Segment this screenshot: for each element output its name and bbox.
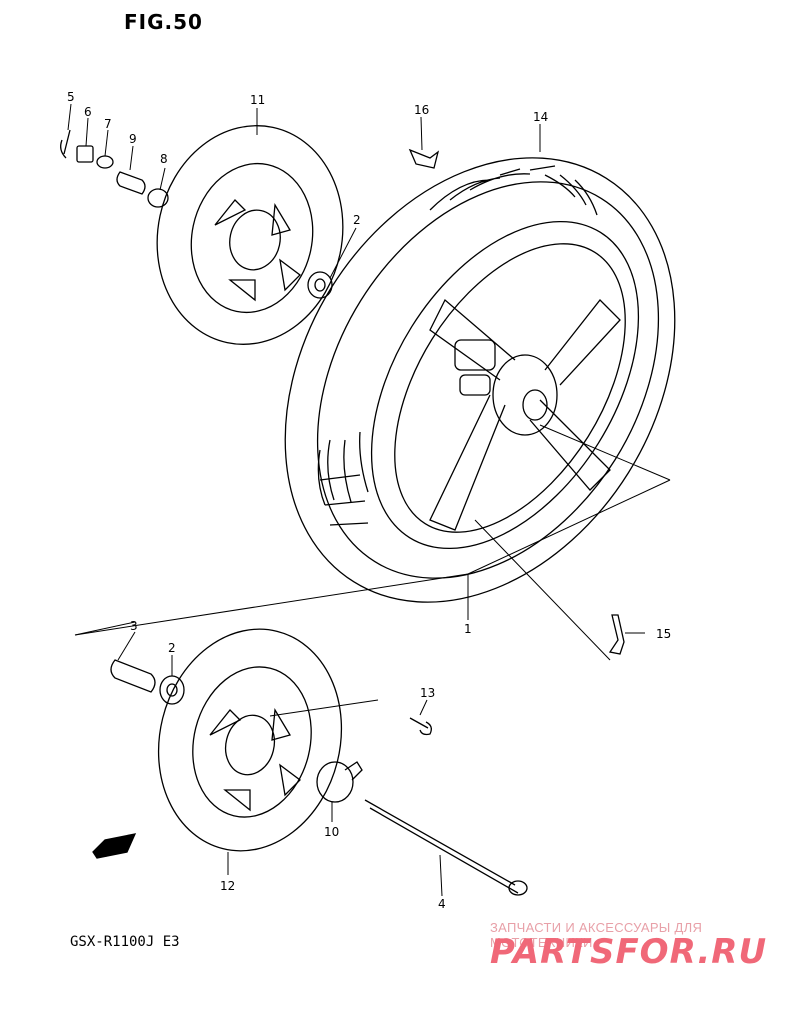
clamp (408, 148, 440, 169)
callout-2-upper: 2 (353, 213, 361, 227)
spacer (116, 171, 146, 195)
callout-8: 8 (160, 152, 168, 166)
bearing-lower (159, 675, 185, 705)
model-label: GSX-R1100J E3 (70, 934, 180, 950)
spoke (544, 299, 621, 386)
callout-5: 5 (67, 90, 75, 104)
collar (147, 188, 169, 208)
brake-disc-lower (157, 628, 343, 852)
callout-11: 11 (250, 93, 265, 107)
figure-title: FIG.50 (124, 10, 203, 34)
bearing-upper (307, 271, 333, 299)
callout-9: 9 (129, 132, 137, 146)
rim-inner (394, 243, 626, 533)
callout-1: 1 (464, 622, 472, 636)
watermark-brand: PARTSFOR.RU (490, 932, 768, 972)
watermark-tagline: ЗАПЧАСТИ И АКСЕССУАРЫ ДЛЯ МОТОТЕХНИКИ (490, 920, 703, 950)
fwd-arrow-icon (92, 833, 137, 859)
callout-13: 13 (420, 686, 435, 700)
brake-disc-upper (156, 125, 344, 345)
speedo-gearbox (316, 761, 363, 803)
callout-14: 14 (533, 110, 548, 124)
callout-15: 15 (656, 627, 671, 641)
rim-outer (370, 220, 640, 550)
axle (364, 799, 528, 896)
washer (96, 155, 114, 169)
cotter-pin (60, 129, 71, 159)
valve (608, 614, 625, 655)
tire-inner-edge (316, 181, 660, 579)
leader-lines (67, 103, 671, 897)
callout-7: 7 (104, 117, 112, 131)
spoke (529, 399, 611, 491)
callout-3: 3 (130, 619, 138, 633)
callout-16: 16 (414, 103, 429, 117)
spoke (429, 394, 506, 531)
callout-2-lower: 2 (168, 641, 176, 655)
spacer-lower (110, 659, 156, 693)
callouts: 5 6 7 9 8 11 2 16 14 1 15 3 2 13 10 12 4… (67, 90, 671, 911)
callout-4: 4 (438, 897, 446, 911)
callout-12: 12 (220, 879, 235, 893)
bolt (409, 717, 432, 736)
callout-6: 6 (84, 105, 92, 119)
nut (76, 145, 94, 163)
spoke (429, 298, 516, 381)
hub (492, 354, 558, 436)
callout-10: 10 (324, 825, 339, 839)
hardware-upper-left (60, 129, 169, 208)
